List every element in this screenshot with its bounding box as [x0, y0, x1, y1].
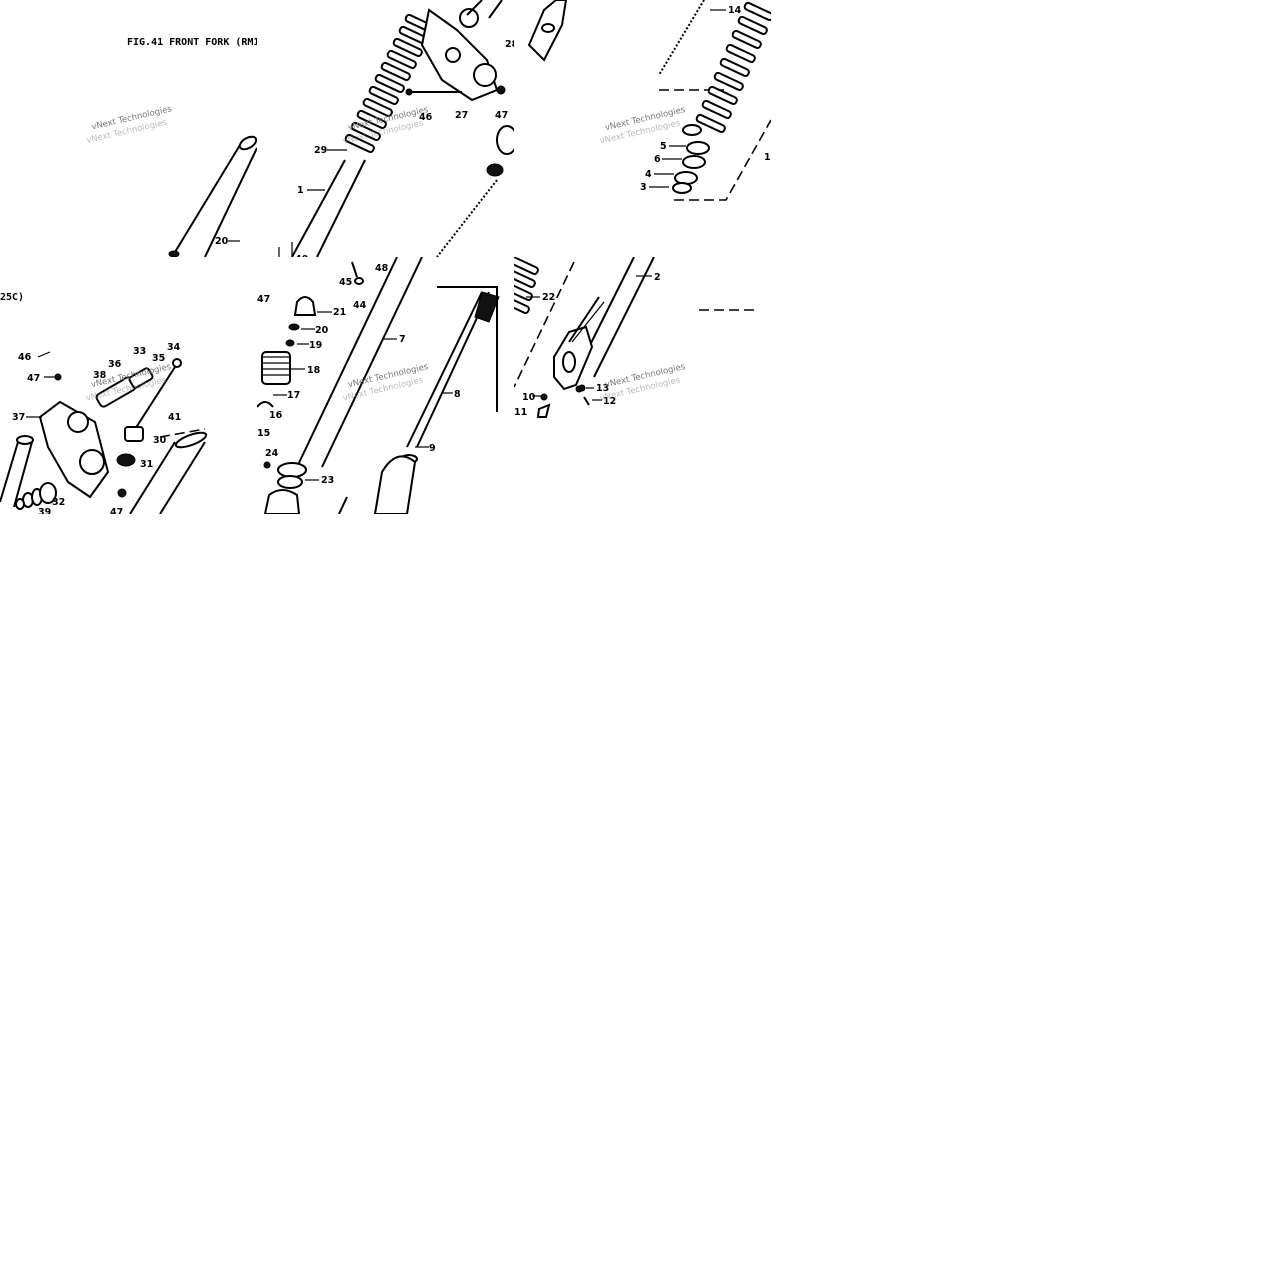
part-label: 37	[12, 412, 25, 423]
part-label: 3	[640, 182, 647, 193]
part-label: 15	[257, 428, 270, 439]
part-label: 44	[353, 300, 367, 311]
part-label: 38	[93, 370, 107, 381]
part-label: 41	[168, 412, 181, 423]
part-label: 12	[603, 396, 616, 407]
part-label: 8	[454, 389, 461, 400]
part-label: 22	[542, 292, 555, 303]
diagram-tile-top-middle: 29 1 46 27 47 28 43 42 40	[257, 0, 514, 257]
part-label: 47	[495, 110, 508, 121]
part-label: 47	[27, 373, 40, 384]
part-label: 6	[654, 154, 661, 165]
part-label: 30	[153, 435, 167, 446]
part-label: 7	[399, 334, 406, 345]
part-label: 33	[133, 346, 146, 357]
part-label: 1	[297, 185, 304, 196]
part-label: 35	[152, 353, 165, 364]
part-label: 5	[660, 141, 667, 152]
part-label: 19	[309, 340, 322, 351]
part-label: 27	[455, 110, 468, 121]
diagram-tile-top-right: 14 5 6 4 3	[514, 0, 771, 257]
part-label: 20	[215, 236, 229, 247]
part-label: 40	[295, 254, 309, 257]
part-label: 46	[419, 112, 433, 123]
figure-title: FIG.41 FRONT FORK (RM1	[127, 37, 257, 48]
part-label: 10	[522, 392, 536, 403]
tile-drawing: 29 1 46 27 47 28 43 42 40	[278, 0, 514, 257]
part-label: 23	[321, 475, 334, 486]
diagram-tile-bottom-left: 25C) 46 47 37 36 33 35 34 38 41 30 31	[0, 257, 257, 514]
part-label: 45	[339, 277, 352, 288]
figure-title-continued: 25C)	[0, 292, 24, 303]
part-label: 18	[307, 365, 321, 376]
part-label: 11	[514, 407, 527, 418]
part-label: 39	[38, 507, 51, 514]
part-label: 46	[18, 352, 32, 363]
tile-drawing: 45 48 44 21 20 19 18 17 16 15 7	[257, 257, 500, 514]
part-label: 47	[110, 507, 123, 514]
tile-drawing: 22 2 10 11 13 12 vNext Technologies	[514, 257, 754, 418]
part-label: 9	[429, 443, 436, 454]
part-label: 48	[375, 263, 389, 274]
part-label: 2	[654, 272, 661, 283]
part-label: 47	[257, 294, 270, 305]
tile-drawing: 25C) 46 47 37 36 33 35 34 38 41 30 31	[0, 292, 208, 514]
tile-drawing: 14 5 6 4 3	[527, 0, 771, 201]
part-label: 36	[108, 359, 122, 370]
diagram-tile-bottom-middle: 45 48 44 21 20 19 18 17 16 15 7	[257, 257, 514, 514]
diagram-tile-top-left: FIG.41 FRONT FORK (RM1 20 vNext Technolo…	[0, 0, 257, 257]
part-label: 13	[596, 383, 609, 394]
part-label: 31	[140, 459, 153, 470]
part-label: 24	[265, 448, 279, 459]
part-label: 34	[167, 342, 181, 353]
tile-drawing: FIG.41 FRONT FORK (RM1 20 vNext Technolo…	[86, 37, 257, 257]
part-label: 21	[333, 307, 346, 318]
part-label: 16	[269, 410, 283, 421]
part-label: 17	[287, 390, 300, 401]
diagram-tile-bottom-right: 22 2 10 11 13 12 vNext Technologies	[514, 257, 771, 514]
part-label: 32	[52, 497, 65, 508]
part-label: 29	[314, 145, 327, 156]
part-label: 4	[645, 169, 652, 180]
part-label: 10	[764, 152, 771, 163]
part-label: 14	[728, 5, 742, 16]
part-label: 20	[315, 325, 329, 336]
part-label: 28	[505, 39, 514, 50]
